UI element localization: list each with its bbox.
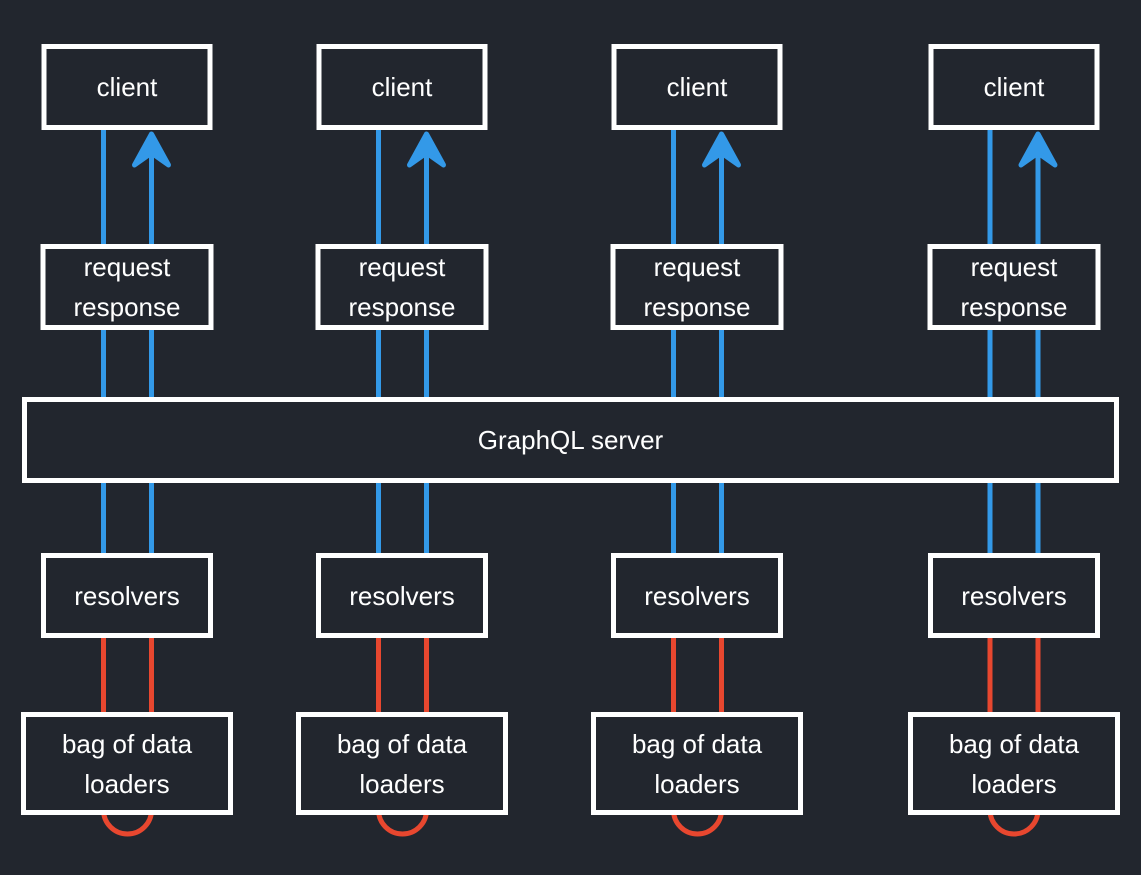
client-box: client <box>41 44 213 130</box>
bag-of-data-loaders-box: bag of data loaders <box>908 712 1120 815</box>
request-label: request <box>970 252 1058 282</box>
request-response-box: request response <box>315 244 489 330</box>
resolvers-box: resolvers <box>611 553 783 638</box>
up-arrow-icon <box>132 131 171 168</box>
client-box: client <box>611 44 783 130</box>
flow-lines-column-2 <box>376 129 446 837</box>
response-label: response <box>960 292 1068 322</box>
resolvers-box: resolvers <box>928 553 1100 638</box>
loader-loop <box>671 809 724 837</box>
bag-of-data-loaders-box: bag of data loaders <box>21 712 233 815</box>
up-arrow-icon <box>1018 131 1058 168</box>
graphql-server-box: GraphQL server <box>22 397 1119 483</box>
client-stack-1: client request response resolvers bag of… <box>21 0 233 875</box>
client-box: client <box>928 44 1100 130</box>
client-label: client <box>666 72 728 102</box>
bag-label-line2: loaders <box>359 768 445 799</box>
bag-label-line2: loaders <box>654 768 740 799</box>
client-stack-4: client request response resolvers bag of… <box>908 0 1120 875</box>
client-label: client <box>96 72 158 102</box>
up-arrow-icon <box>702 131 741 168</box>
up-arrow-icon <box>407 131 446 168</box>
bag-label-line2: loaders <box>84 768 170 799</box>
loader-loop <box>376 809 429 837</box>
resolvers-label: resolvers <box>349 580 455 611</box>
resolvers-label: resolvers <box>961 580 1067 611</box>
bag-label-line2: loaders <box>971 768 1057 799</box>
resolvers-label: resolvers <box>74 580 180 611</box>
bag-label-line1: bag of data <box>336 728 468 759</box>
flow-lines-column-4 <box>987 129 1058 837</box>
request-response-box: request response <box>40 244 214 330</box>
loader-loop <box>987 809 1041 837</box>
resolvers-box: resolvers <box>41 553 213 638</box>
bag-of-data-loaders-box: bag of data loaders <box>296 712 508 815</box>
response-label: response <box>643 292 751 322</box>
request-label: request <box>653 252 741 282</box>
resolvers-label: resolvers <box>644 580 750 611</box>
resolvers-box: resolvers <box>316 553 488 638</box>
request-response-box: request response <box>610 244 784 330</box>
response-label: response <box>348 292 456 322</box>
client-label: client <box>371 72 433 102</box>
bag-label-line1: bag of data <box>948 728 1080 759</box>
bag-of-data-loaders-box: bag of data loaders <box>591 712 803 815</box>
flow-lines-column-3 <box>671 129 741 837</box>
graphql-server-label: GraphQL server <box>477 424 664 455</box>
request-label: request <box>83 252 171 282</box>
client-stack-2: client request response resolvers bag of… <box>296 0 508 875</box>
client-box: client <box>316 44 488 130</box>
response-label: response <box>73 292 181 322</box>
request-response-box: request response <box>927 244 1101 330</box>
loader-loop <box>101 809 154 837</box>
client-label: client <box>983 72 1045 102</box>
flow-lines-column-1 <box>101 129 171 837</box>
request-label: request <box>358 252 446 282</box>
bag-label-line1: bag of data <box>61 728 193 759</box>
bag-label-line1: bag of data <box>631 728 763 759</box>
client-stack-3: client request response resolvers bag of… <box>591 0 803 875</box>
